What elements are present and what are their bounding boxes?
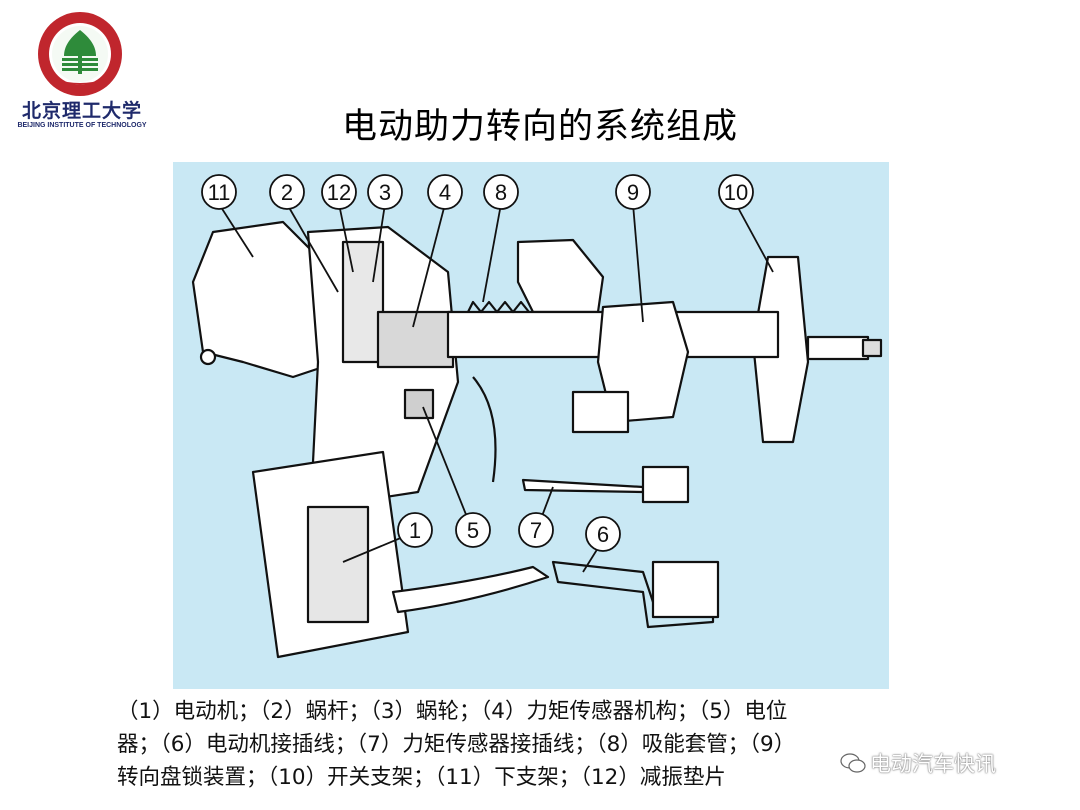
callout-7: 7	[518, 512, 554, 548]
wechat-icon	[840, 753, 866, 773]
svg-text:8: 8	[495, 180, 507, 205]
legend-line: 转向盘锁装置；（10）开关支架；（11）下支架；（12）减振垫片	[117, 765, 726, 790]
callout-12: 12	[321, 174, 357, 210]
legend-line: 器；（6）电动机接插线；（7）力矩传感器接插线；（8）吸能套管；（9）	[117, 732, 796, 757]
svg-text:12: 12	[327, 180, 351, 205]
spline-end	[861, 338, 883, 358]
svg-text:3: 3	[379, 180, 391, 205]
sensor-connector	[641, 465, 690, 504]
sensor-cable	[472, 376, 497, 483]
svg-text:10: 10	[724, 180, 748, 205]
svg-text:4: 4	[439, 180, 451, 205]
svg-text:7: 7	[530, 518, 542, 543]
sensor-wire	[521, 478, 645, 494]
callout-2: 2	[269, 174, 305, 210]
svg-text:9: 9	[627, 180, 639, 205]
svg-text:2: 2	[281, 180, 293, 205]
lock-connector	[571, 390, 630, 434]
motor-armature	[306, 505, 370, 624]
leader-lines	[218, 203, 774, 573]
callout-5: 5	[455, 512, 491, 548]
logo-name: 北京理工大学	[21, 100, 142, 122]
callout-labels: 11 2 12 3 4 8 9 10 1 5 7 6	[201, 174, 754, 552]
svg-text:6: 6	[597, 522, 609, 547]
callout-4: 4	[427, 174, 463, 210]
component-legend: （1）电动机；（2）蜗杆；（3）蜗轮；（4）力矩传感器机构；（5）电位 器；（6…	[117, 695, 1022, 794]
callout-8: 8	[483, 174, 519, 210]
watermark: 电动汽车快讯	[840, 748, 996, 778]
bracket-bolt-hole	[199, 348, 217, 366]
svg-text:1: 1	[409, 518, 421, 543]
energy-absorbing-tube	[467, 300, 530, 314]
slide-title: 电动助力转向的系统组成	[341, 107, 738, 147]
potentiometer	[403, 388, 435, 420]
motor-wire	[391, 565, 550, 614]
eps-assembly-drawing: 11 2 12 3 4 8 9 10 1 5 7 6	[191, 174, 883, 659]
legend-line: （1）电动机；（2）蜗杆；（3）蜗轮；（4）力矩传感器机构；（5）电位	[117, 699, 788, 724]
eps-diagram: 11 2 12 3 4 8 9 10 1 5 7 6	[173, 162, 889, 689]
upper-bracket-part	[516, 238, 605, 314]
torque-sensor	[376, 310, 455, 369]
shaft-end	[806, 335, 870, 361]
motor-connector	[651, 560, 720, 619]
lower-bracket-part	[191, 220, 345, 379]
logo-subtitle: BEIJING INSTITUTE OF TECHNOLOGY	[17, 122, 147, 129]
callout-3: 3	[367, 174, 403, 210]
callout-10: 10	[718, 174, 754, 210]
callout-9: 9	[615, 174, 651, 210]
callout-1: 1	[397, 512, 433, 548]
callout-6: 6	[585, 516, 621, 552]
callout-11: 11	[201, 174, 237, 210]
university-logo: 北京理工大学 BEIJING INSTITUTE OF TECHNOLOGY	[14, 10, 154, 136]
svg-text:11: 11	[208, 180, 231, 205]
motor-wire-harness	[551, 560, 715, 629]
watermark-text: 电动汽车快讯	[870, 752, 996, 776]
svg-text:5: 5	[467, 518, 479, 543]
seal-icon	[38, 12, 122, 96]
